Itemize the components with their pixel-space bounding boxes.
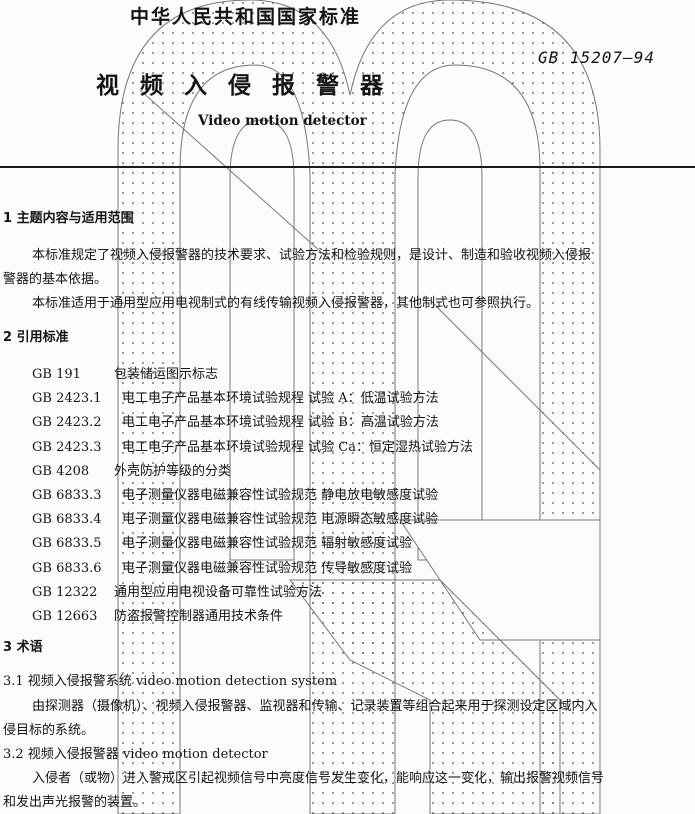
term-3-1-heading: 3.1 视频入侵报警系统 video motion detection syst… [3, 674, 338, 689]
term-3-1-definition-line-1: 由探测器（摄像机）、视频入侵报警器、监视器和传输、记录装置等组合起来用于探测设定… [32, 699, 598, 714]
reference-code: GB 4208 [32, 463, 90, 479]
reference-code: GB 2423.3 [32, 439, 102, 455]
reference-item: GB 2423.2 电工电子产品基本环境试验规程 试验 B：高温试验方法 [32, 411, 439, 430]
term-3-1-definition-line-2: 侵目标的系统。 [3, 723, 95, 738]
reference-item: GB 12663 防盗报警控制器通用技术条件 [32, 605, 283, 624]
reference-title: 包装储运图示标志 [114, 367, 219, 382]
reference-code: GB 2423.2 [32, 415, 102, 431]
reference-title: 电子测量仪器电磁兼容性试验规范 电源瞬态敏感度试验 [122, 512, 439, 528]
reference-title: 电子测量仪器电磁兼容性试验规范 传导敏感度试验 [122, 560, 413, 576]
term-3-2-definition-line-2: 和发出声光报警的装置。 [3, 795, 147, 810]
reference-title: 电工电子产品基本环境试验规程 试验 B：高温试验方法 [122, 415, 439, 431]
reference-item: GB 6833.3 电子测量仪器电磁兼容性试验规范 静电放电敏感度试验 [32, 484, 438, 503]
section-1-paragraph-1-line-1: 本标准规定了视频入侵报警器的技术要求、试验方法和检验规则，是设计、制造和验收视频… [32, 248, 592, 263]
term-3-2-heading: 3.2 视频入侵报警器 video motion detector [3, 747, 268, 762]
issuing-org: 中华人民共和国国家标准 [130, 6, 362, 28]
reference-item: GB 4208 外壳防护等级的分类 [32, 460, 231, 479]
reference-title: 防盗报警控制器通用技术条件 [114, 609, 284, 624]
doc-title: 视频入侵报警器 [96, 73, 404, 99]
reference-item: GB 2423.3 电工电子产品基本环境试验规程 试验 Ca：恒定湿热试验方法 [32, 436, 473, 455]
reference-title: 电工电子产品基本环境试验规程 试验 A：低温试验方法 [122, 391, 439, 407]
reference-code: GB 2423.1 [32, 391, 102, 407]
standard-number: GB 15207—94 [538, 48, 655, 67]
reference-item: GB 12322 通用型应用电视设备可靠性试验方法 [32, 581, 322, 600]
section-1-heading: 1 主题内容与适用范围 [3, 211, 134, 226]
term-3-2-definition-line-1: 入侵者（或物）进入警戒区引起视频信号中亮度信号发生变化，能响应这一变化，输出报警… [32, 771, 605, 786]
reference-code: GB 6833.6 [32, 560, 102, 576]
reference-title: 电子测量仪器电磁兼容性试验规范 静电放电敏感度试验 [122, 488, 439, 503]
reference-title: 电工电子产品基本环境试验规程 试验 Ca：恒定湿热试验方法 [122, 439, 473, 455]
reference-title: 电子测量仪器电磁兼容性试验规范 辐射敏感度试验 [122, 536, 413, 552]
reference-code: GB 6833.4 [32, 512, 102, 528]
section-3-heading: 3 术语 [3, 640, 43, 655]
section-2-heading: 2 引用标准 [3, 330, 69, 345]
section-1-paragraph-1-line-2: 警器的基本依据。 [3, 272, 108, 287]
reference-item: GB 2423.1 电工电子产品基本环境试验规程 试验 A：低温试验方法 [32, 387, 439, 406]
reference-title: 外壳防护等级的分类 [114, 463, 232, 479]
reference-code: GB 6833.5 [32, 536, 102, 552]
reference-item: GB 6833.5 电子测量仪器电磁兼容性试验规范 辐射敏感度试验 [32, 532, 412, 551]
doc-title-en: Video motion detector [198, 113, 367, 129]
header-rule [0, 166, 695, 168]
reference-code: GB 12663 [32, 609, 98, 624]
reference-code: GB 12322 [32, 584, 98, 600]
reference-item: GB 191 包装储运图示标志 [32, 363, 218, 382]
reference-item: GB 6833.4 电子测量仪器电磁兼容性试验规范 电源瞬态敏感度试验 [32, 508, 438, 527]
reference-title: 通用型应用电视设备可靠性试验方法 [114, 584, 323, 600]
reference-item: GB 6833.6 电子测量仪器电磁兼容性试验规范 传导敏感度试验 [32, 557, 412, 576]
reference-code: GB 191 [32, 367, 81, 382]
section-1-paragraph-2: 本标准适用于通用型应用电视制式的有线传输视频入侵报警器，其他制式也可参照执行。 [32, 296, 540, 311]
reference-code: GB 6833.3 [32, 488, 102, 503]
